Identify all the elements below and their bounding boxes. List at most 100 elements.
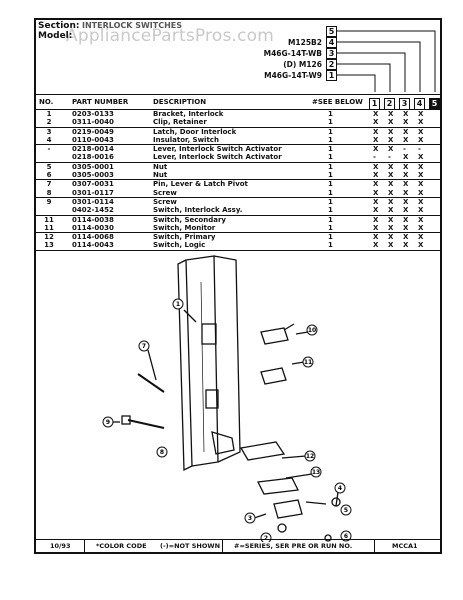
model-3-applicability: X bbox=[403, 223, 409, 232]
part-number: 0218-0016 bbox=[72, 153, 114, 162]
svg-text:11: 11 bbox=[304, 359, 312, 366]
svg-text:1: 1 bbox=[176, 301, 180, 308]
col-model-3: 3 bbox=[399, 98, 410, 110]
col-part-number: PART NUMBER bbox=[72, 98, 129, 106]
svg-text:6: 6 bbox=[344, 533, 348, 540]
part-index: 3 bbox=[46, 127, 52, 136]
callout-8: 8 bbox=[156, 446, 168, 458]
part-description: Pin, Lever & Latch Pivot bbox=[153, 180, 248, 189]
table-header: NO. PART NUMBER DESCRIPTION #SEE BELOW 1… bbox=[36, 94, 440, 110]
model-3-applicability: X bbox=[403, 206, 409, 215]
part-number: 0218-0014 bbox=[72, 145, 114, 154]
svg-text:12: 12 bbox=[306, 453, 314, 460]
callout-5: 5 bbox=[340, 504, 352, 516]
svg-text:8: 8 bbox=[160, 449, 164, 456]
model-box-1: 1 bbox=[326, 70, 337, 81]
part-number: 0307-0031 bbox=[72, 180, 114, 189]
footer-date: 10/93 bbox=[50, 542, 71, 550]
model-4-applicability: X bbox=[418, 180, 424, 189]
part-index: 11 bbox=[44, 223, 54, 232]
model-3-applicability: X bbox=[403, 153, 409, 162]
part-index: 5 bbox=[46, 162, 52, 171]
part-number: 0114-0043 bbox=[72, 241, 114, 250]
watermark: AppliancePartsPros.com bbox=[66, 26, 275, 46]
col-model-5: 5 bbox=[429, 98, 440, 110]
part-description: Switch, Monitor bbox=[153, 223, 216, 232]
part-quantity: 1 bbox=[328, 153, 333, 162]
part-description: Nut bbox=[153, 171, 168, 180]
part-number: 0311-0040 bbox=[72, 118, 114, 127]
part-quantity: 1 bbox=[328, 110, 333, 118]
part-quantity: 1 bbox=[328, 180, 333, 189]
model-leader-lines bbox=[337, 30, 436, 92]
model-2-applicability: X bbox=[388, 171, 394, 180]
model-3-applicability: X bbox=[403, 188, 409, 197]
model-4-applicability: X bbox=[418, 241, 424, 250]
part-description: Switch, Interlock Assy. bbox=[153, 206, 243, 215]
part-quantity: 1 bbox=[328, 135, 333, 144]
part-quantity: 1 bbox=[328, 233, 333, 242]
part-number: 0110-0043 bbox=[72, 135, 114, 144]
svg-text:4: 4 bbox=[338, 485, 342, 492]
model-1-applicability: X bbox=[373, 215, 379, 224]
model-name-3: M46G-14T-WB bbox=[263, 49, 322, 58]
part-quantity: 1 bbox=[328, 215, 333, 224]
model-4-applicability: X bbox=[418, 118, 424, 127]
callout-7: 7 bbox=[138, 340, 150, 352]
model-name-4: M125B2 bbox=[287, 38, 322, 47]
table-row: - 0218-0014 Lever, Interlock Switch Activa… bbox=[36, 145, 440, 153]
part-number: 0305-0003 bbox=[72, 171, 114, 180]
col-model-2: 2 bbox=[384, 98, 395, 110]
part-number: 0305-0001 bbox=[72, 162, 114, 171]
model-1-applicability: X bbox=[373, 118, 379, 127]
footer-series-note: #=SERIES, SER PRE OR RUN NO. bbox=[234, 542, 353, 550]
footer-page-code: MCCA1 bbox=[392, 542, 418, 550]
callout-4: 4 bbox=[334, 482, 346, 494]
part-description: Lever, Interlock Switch Activator bbox=[153, 145, 282, 154]
model-4-applicability: X bbox=[418, 135, 424, 144]
part-index: 1 bbox=[46, 110, 52, 118]
section-label: Section: bbox=[38, 21, 80, 31]
part-number: 0301-0117 bbox=[72, 188, 114, 197]
callout-13: 13 bbox=[310, 466, 322, 478]
model-3-applicability: - bbox=[403, 145, 406, 154]
model-2-applicability: X bbox=[388, 118, 394, 127]
model-name-1: M46G-14T-W9 bbox=[264, 71, 322, 80]
part-number: 0114-0038 bbox=[72, 215, 114, 224]
model-1-applicability: X bbox=[373, 162, 379, 171]
section-value: INTERLOCK SWITCHES bbox=[82, 21, 183, 30]
model-1-applicability: X bbox=[373, 233, 379, 242]
svg-text:5: 5 bbox=[344, 507, 348, 514]
svg-text:2: 2 bbox=[264, 535, 268, 542]
sheet-footer: 10/93 *COLOR CODE (-)=NOT SHOWN #=SERIES… bbox=[36, 539, 440, 552]
model-1-applicability: X bbox=[373, 110, 379, 118]
model-3-applicability: X bbox=[403, 127, 409, 136]
part-description: Insulator, Switch bbox=[153, 135, 219, 144]
model-4-applicability: X bbox=[418, 223, 424, 232]
part-number: 0203-0133 bbox=[72, 110, 114, 118]
model-1-applicability: X bbox=[373, 145, 379, 154]
part-quantity: 1 bbox=[328, 188, 333, 197]
model-2-applicability: X bbox=[388, 135, 394, 144]
svg-text:13: 13 bbox=[312, 469, 320, 476]
part-index: 8 bbox=[46, 188, 52, 197]
part-number: 0219-0049 bbox=[72, 127, 114, 136]
model-4-applicability: X bbox=[418, 197, 424, 206]
part-index: 13 bbox=[44, 241, 54, 250]
part-index: - bbox=[47, 145, 51, 154]
part-quantity: 1 bbox=[328, 127, 333, 136]
part-description: Nut bbox=[153, 162, 168, 171]
model-4-applicability: X bbox=[418, 206, 424, 215]
footer-not-shown: (-)=NOT SHOWN bbox=[160, 542, 221, 550]
model-box-5: 5 bbox=[326, 26, 337, 37]
